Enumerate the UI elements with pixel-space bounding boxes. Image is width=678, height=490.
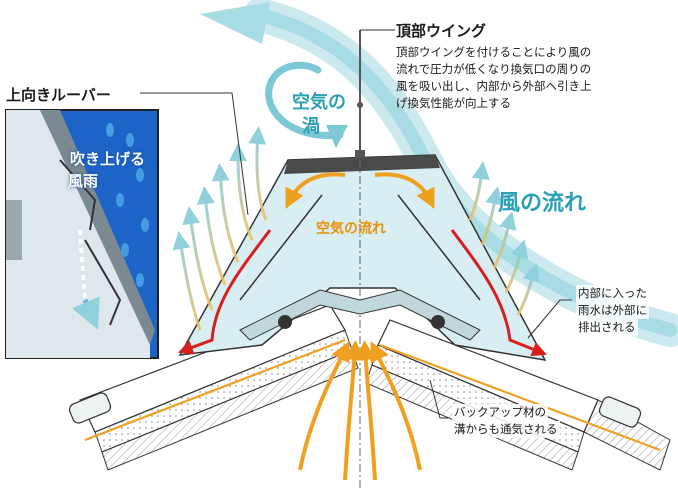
blown-rain-label-line2: 風雨	[68, 172, 99, 190]
upward-louver-inset	[5, 109, 159, 359]
backup-note-line1: バックアップ材の	[452, 404, 548, 421]
backup-note-line2: 溝からも通気される	[452, 421, 560, 438]
leader-lines	[140, 92, 572, 419]
top-wing-title: 頂部ウイング	[396, 22, 487, 40]
top-wing	[355, 29, 395, 158]
air-vortex-arrow	[265, 61, 348, 148]
louver-vents-left	[172, 126, 268, 331]
rain-drain-paths	[177, 229, 547, 357]
drain-note-line2: 雨水は外部に	[576, 302, 649, 319]
louver-vents-right	[468, 161, 540, 316]
air-vortex-label-line1: 空気の	[292, 92, 346, 113]
air-flow-label: 空気の流れ	[316, 221, 386, 237]
ridge-vent-body	[178, 154, 547, 490]
blown-rain-label-line1: 吹き上げる	[70, 150, 146, 168]
upward-louver-label: 上向きルーバー	[6, 86, 111, 104]
air-vortex-label-line2: 渦	[302, 116, 320, 137]
drain-note-line3: 排出される	[576, 319, 638, 336]
roof-tiles-left	[68, 304, 359, 471]
internal-air-flow-arrows	[285, 172, 435, 481]
wind-flow-label: 風の流れ	[498, 191, 587, 216]
drain-note-line1: 内部に入った	[576, 285, 649, 302]
top-wing-description: 頂部ウイングを付けることにより風の流れで圧力が低くなり換気口の周りの風を吸い出し…	[396, 45, 592, 110]
